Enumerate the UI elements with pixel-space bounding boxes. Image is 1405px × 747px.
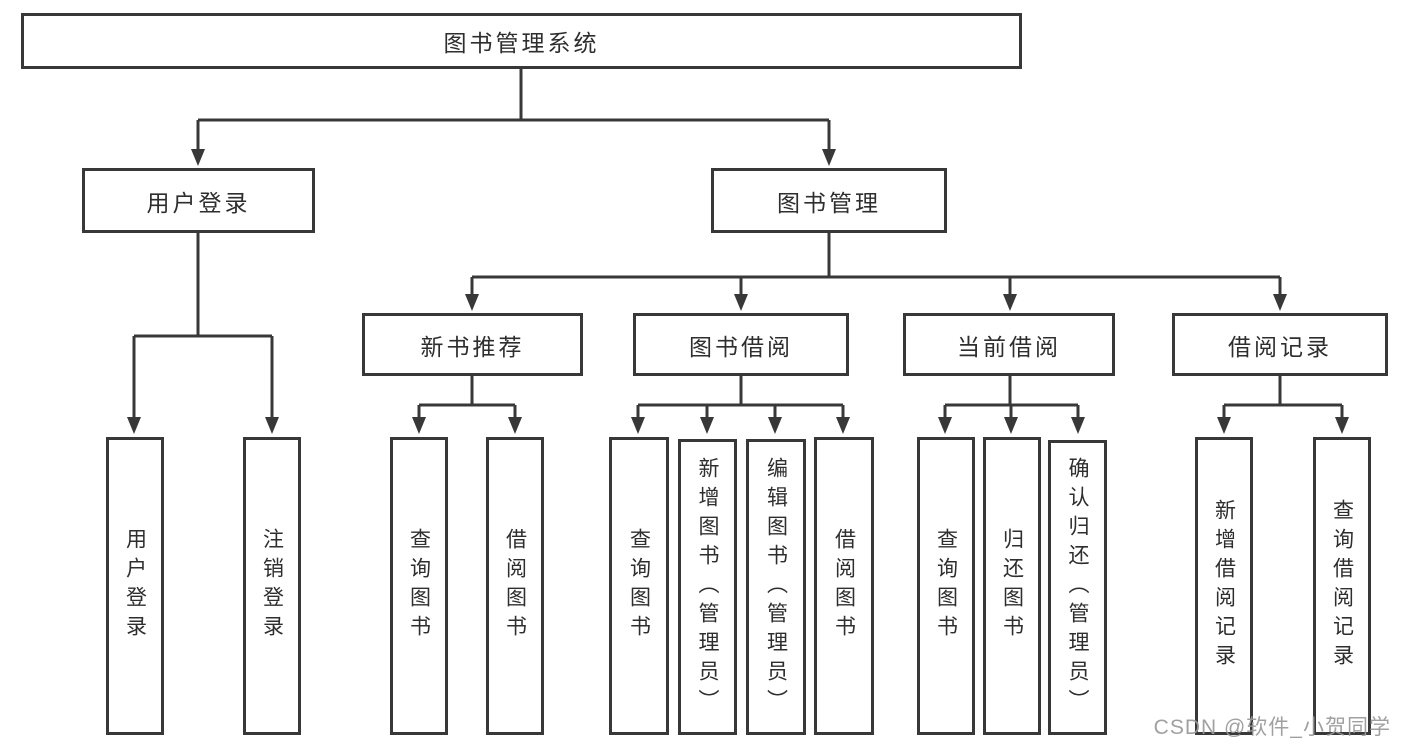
connector-userlogin-to-leaves bbox=[127, 233, 279, 434]
connector-bookborrow-to-leaves bbox=[631, 376, 850, 434]
node-root-system: 图书管理系统 bbox=[21, 13, 1022, 69]
connector-records-to-leaves bbox=[1217, 376, 1349, 434]
connector-bookmgmt-to-level3 bbox=[465, 233, 1287, 311]
leaf-borrow-book: 借阅图书 bbox=[814, 437, 874, 735]
leaf-current-return: 归还图书 bbox=[983, 437, 1041, 735]
leaf-newbook-query: 查询图书 bbox=[390, 437, 448, 735]
leaf-current-confirm-admin: 确认归还（管理员） bbox=[1048, 440, 1107, 735]
leaf-borrow-query: 查询图书 bbox=[609, 437, 669, 735]
node-new-book-recommend: 新书推荐 bbox=[362, 313, 583, 376]
node-book-management: 图书管理 bbox=[711, 168, 947, 233]
leaf-user-login: 用户登录 bbox=[106, 437, 164, 735]
leaf-records-query: 查询借阅记录 bbox=[1313, 437, 1371, 735]
leaf-borrow-edit-admin: 编辑图书（管理员） bbox=[746, 439, 806, 735]
connector-currentborrow-to-leaves bbox=[938, 376, 1085, 434]
connector-root-to-level2 bbox=[191, 69, 836, 166]
watermark: CSDN @软件_小贺同学 bbox=[1153, 716, 1391, 739]
node-book-borrow: 图书借阅 bbox=[633, 313, 849, 376]
leaf-borrow-add-admin: 新增图书（管理员） bbox=[678, 439, 737, 735]
node-current-borrow: 当前借阅 bbox=[903, 313, 1115, 376]
leaf-newbook-borrow: 借阅图书 bbox=[486, 437, 544, 735]
leaf-current-query: 查询图书 bbox=[917, 437, 975, 735]
leaf-records-add: 新增借阅记录 bbox=[1195, 437, 1253, 735]
node-user-login: 用户登录 bbox=[82, 168, 315, 233]
leaf-logout: 注销登录 bbox=[243, 437, 301, 735]
connector-newbook-to-leaves bbox=[412, 376, 522, 434]
node-borrow-records: 借阅记录 bbox=[1172, 313, 1388, 376]
